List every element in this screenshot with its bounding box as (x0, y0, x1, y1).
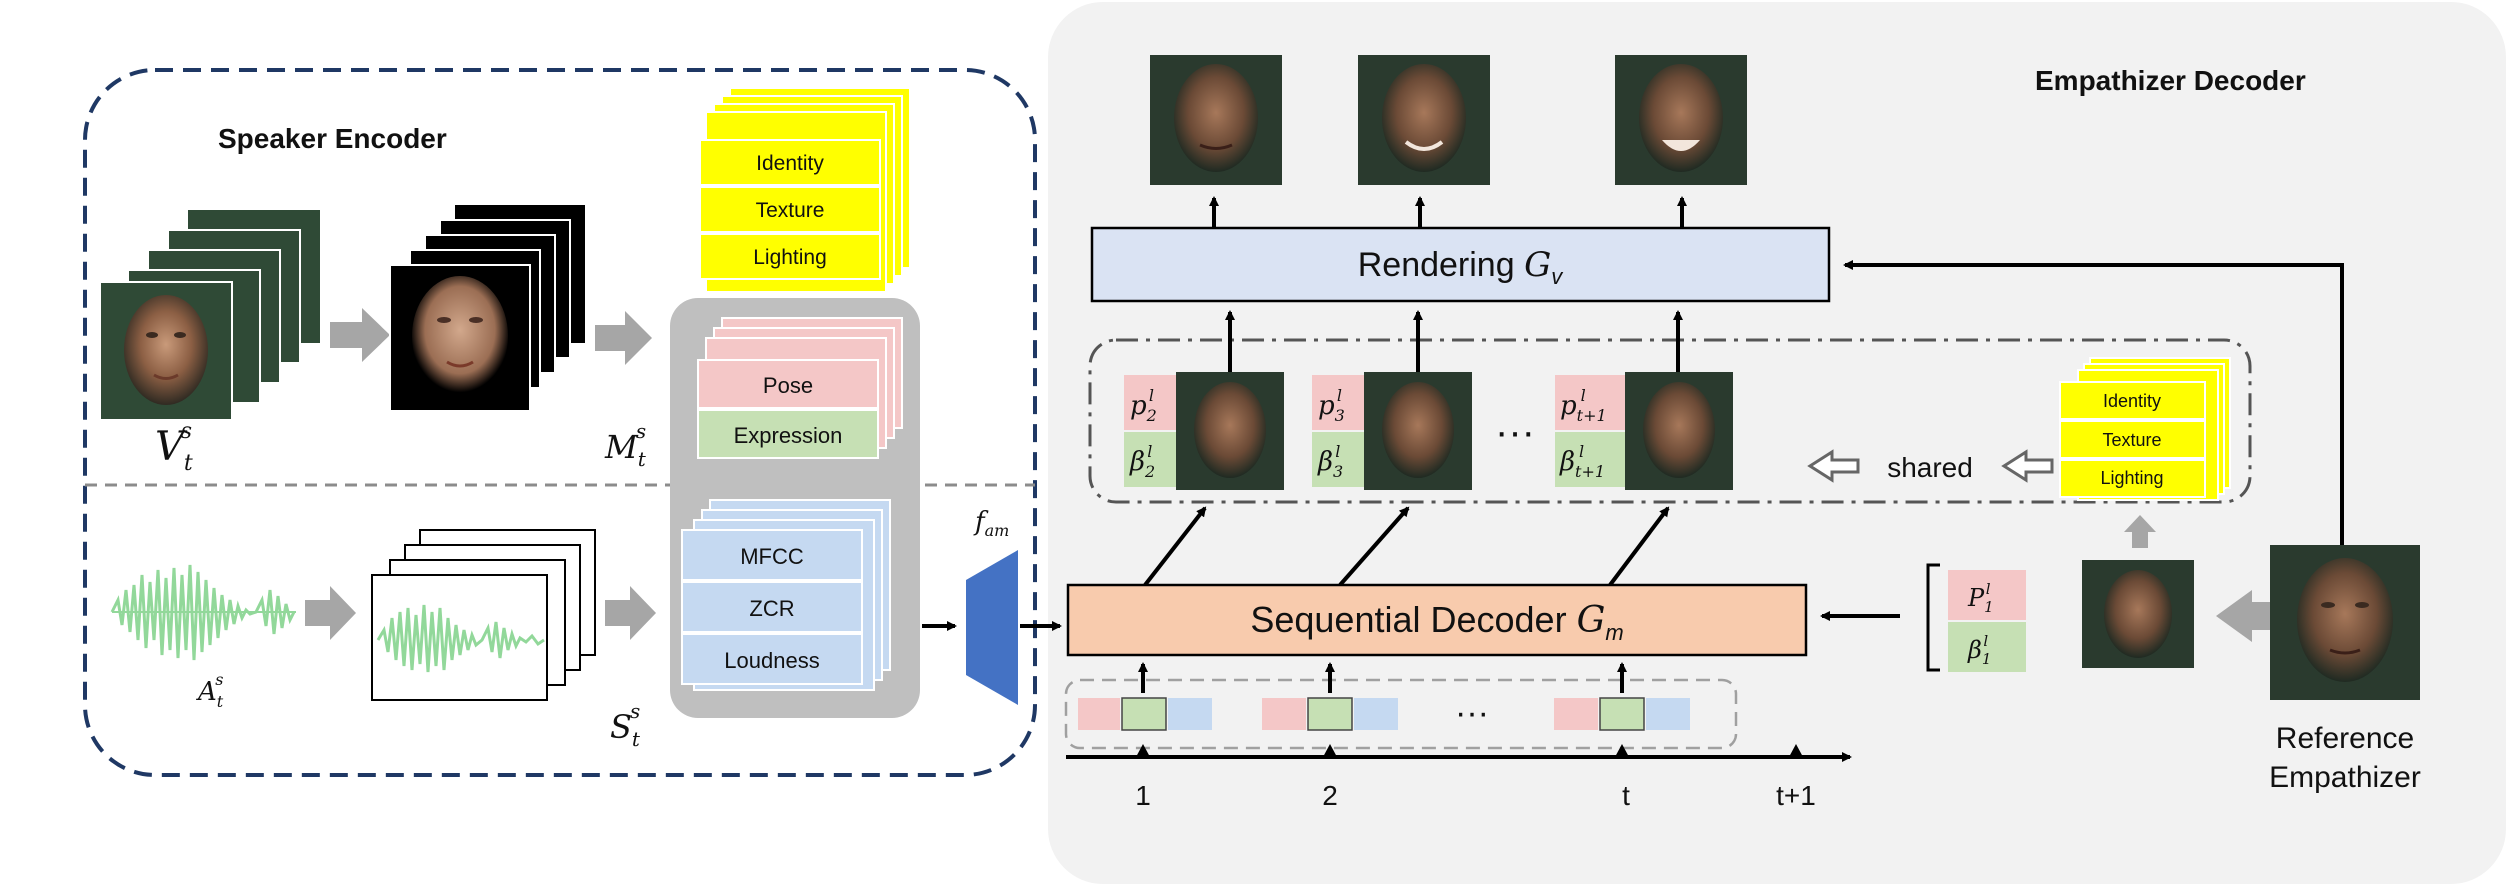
beta3-label: β3l (1317, 442, 1343, 481)
encoder-card-texture: Texture (756, 199, 825, 222)
timeline-label-t1: t+1 (1776, 780, 1816, 811)
mfcc-label: MFCC (740, 544, 804, 569)
arrow-s-to-features (605, 586, 656, 640)
rendering-box (1090, 226, 1831, 303)
output-frame-3 (1615, 55, 1747, 185)
latent-group-box (1088, 338, 2252, 504)
latent-face-t1 (1625, 372, 1733, 490)
tick-t1 (1789, 744, 1803, 757)
reference-empathizer-face (2270, 545, 2420, 700)
beta2-cell (1124, 432, 1176, 487)
ref-p1-label: P1l (1967, 580, 1994, 616)
arrow-seq-to-latent2 (1143, 506, 1207, 587)
v-label: Vts (155, 419, 193, 476)
shared-card-identity: Identity (2103, 391, 2161, 411)
speaker-video-frames (99, 210, 320, 421)
arrow-seq-to-latent3 (1338, 506, 1410, 587)
p2-label: p2l (1130, 386, 1157, 425)
encoder-card-identity: Identity (756, 152, 824, 175)
timeline-label-2: 2 (1322, 780, 1338, 811)
loudness-label: Loudness (724, 648, 819, 673)
token-group-1 (1078, 697, 1212, 731)
s-label: Sts (610, 699, 641, 751)
ref-beta1-cell (1948, 622, 2026, 672)
latent-face-3 (1364, 372, 1472, 490)
hollow-arrow-right (2001, 449, 2054, 483)
arrow-seq-to-latentt (1608, 506, 1670, 587)
latent-ellipsis: ··· (1495, 410, 1535, 454)
arrow-refface-to-shared (2124, 515, 2156, 548)
shared-card-lighting: Lighting (2100, 468, 2163, 488)
reference-label-1: Reference (2276, 722, 2414, 755)
p3-cell (1312, 375, 1364, 430)
arrow-m-to-features (595, 311, 652, 365)
pose-label: Pose (763, 373, 813, 398)
arrow-v-to-m (330, 308, 390, 362)
tick-2 (1323, 744, 1337, 757)
speaker-encoder-title: Speaker Encoder (218, 123, 447, 154)
ref-bracket (1926, 563, 1940, 672)
ref-p1-cell (1948, 570, 2026, 620)
token-group-2 (1262, 697, 1398, 731)
ref-beta1-label: β1l (1967, 632, 1991, 668)
tick-t (1615, 744, 1629, 757)
shared-card-texture: Texture (2102, 430, 2161, 450)
output-frame-1 (1150, 55, 1282, 185)
arrow-ref-to-render (2216, 590, 2272, 642)
reference-label-2: Empathizer (2269, 761, 2421, 794)
fam-label: fam (973, 507, 1009, 540)
audio-wave-path (110, 564, 296, 661)
rendering-label: Rendering Gv (1358, 245, 1565, 289)
betat1-cell (1555, 432, 1625, 487)
audio-feature-stack (681, 499, 891, 691)
token-group-t (1554, 697, 1690, 731)
timeline-label-t: t (1622, 780, 1630, 811)
beta3-cell (1312, 432, 1364, 487)
expression-label: Expression (734, 423, 843, 448)
pt1-cell (1555, 375, 1625, 430)
encoder-identity-stack (699, 87, 911, 293)
hollow-arrow-left (1807, 449, 1860, 483)
sequential-decoder-box (1066, 583, 1808, 657)
pt1-label: pt+1l (1560, 386, 1607, 425)
zcr-label: ZCR (749, 596, 794, 621)
sequential-decoder-label: Sequential Decoder Gm (1250, 599, 1623, 645)
fam-module (966, 550, 1018, 705)
arrow-reference-to-rendering (1843, 260, 2344, 545)
encoder-card-lighting: Lighting (753, 246, 827, 269)
shared-identity-stack (2059, 357, 2231, 501)
betat1-label: βt+1l (1559, 442, 1605, 481)
a-label: Ats (196, 670, 224, 711)
face-reconstruction-frames (389, 205, 585, 412)
m-label: Mts (604, 419, 647, 471)
speaker-encoder-border (83, 68, 1037, 777)
output-frame-2 (1358, 55, 1490, 185)
beta2-label: β2l (1129, 442, 1155, 481)
audio-segment-frames (371, 529, 596, 701)
timeline-label-1: 1 (1135, 780, 1151, 811)
latent-face-2 (1176, 372, 1284, 490)
p2-cell (1124, 375, 1176, 430)
token-ellipsis: ··· (1455, 694, 1489, 732)
reference-render-face (2082, 560, 2194, 668)
arrow-a-to-s (305, 586, 356, 640)
p3-label: p3l (1318, 386, 1345, 425)
tick-1 (1136, 744, 1150, 757)
empathizer-decoder-title: Empathizer Decoder (2035, 65, 2306, 96)
token-sequence-box (1064, 678, 1738, 750)
shared-label: shared (1887, 452, 1973, 483)
pose-expression-stack (697, 317, 903, 459)
